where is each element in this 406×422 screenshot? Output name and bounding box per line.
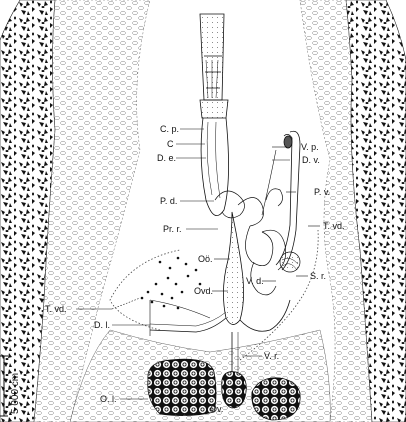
scale-bar-label: 5 000 cm <box>10 373 21 414</box>
label-prr: Pr. r. <box>163 224 182 234</box>
label-cp: C. p. <box>160 124 179 134</box>
right-vessel <box>262 131 300 270</box>
label-ovd: Ovd. <box>194 286 213 296</box>
egg-mass-middle <box>222 372 247 408</box>
label-dv: D. v. <box>302 155 320 165</box>
label-tvd-left: T. vd. <box>45 304 67 314</box>
egg-mass-left <box>148 359 216 415</box>
egg-mass-right <box>252 378 300 420</box>
label-ov: Ov. <box>210 404 223 414</box>
label-sr: S. r. <box>310 271 326 281</box>
label-oo: Oö. <box>198 254 213 264</box>
label-vp: V. p. <box>301 142 319 152</box>
label-pv: P. v. <box>314 187 330 197</box>
label-vd: V. d. <box>246 276 264 286</box>
label-dl: D. l. <box>94 320 110 330</box>
label-c: C <box>167 139 174 149</box>
label-pd: P. d. <box>160 196 177 206</box>
label-vr: V. r. <box>264 351 279 361</box>
label-tvd-right: T. vd. <box>323 221 345 231</box>
label-ol: O. l. <box>100 394 117 404</box>
central-tube <box>200 14 229 216</box>
label-de: D. e. <box>157 153 176 163</box>
